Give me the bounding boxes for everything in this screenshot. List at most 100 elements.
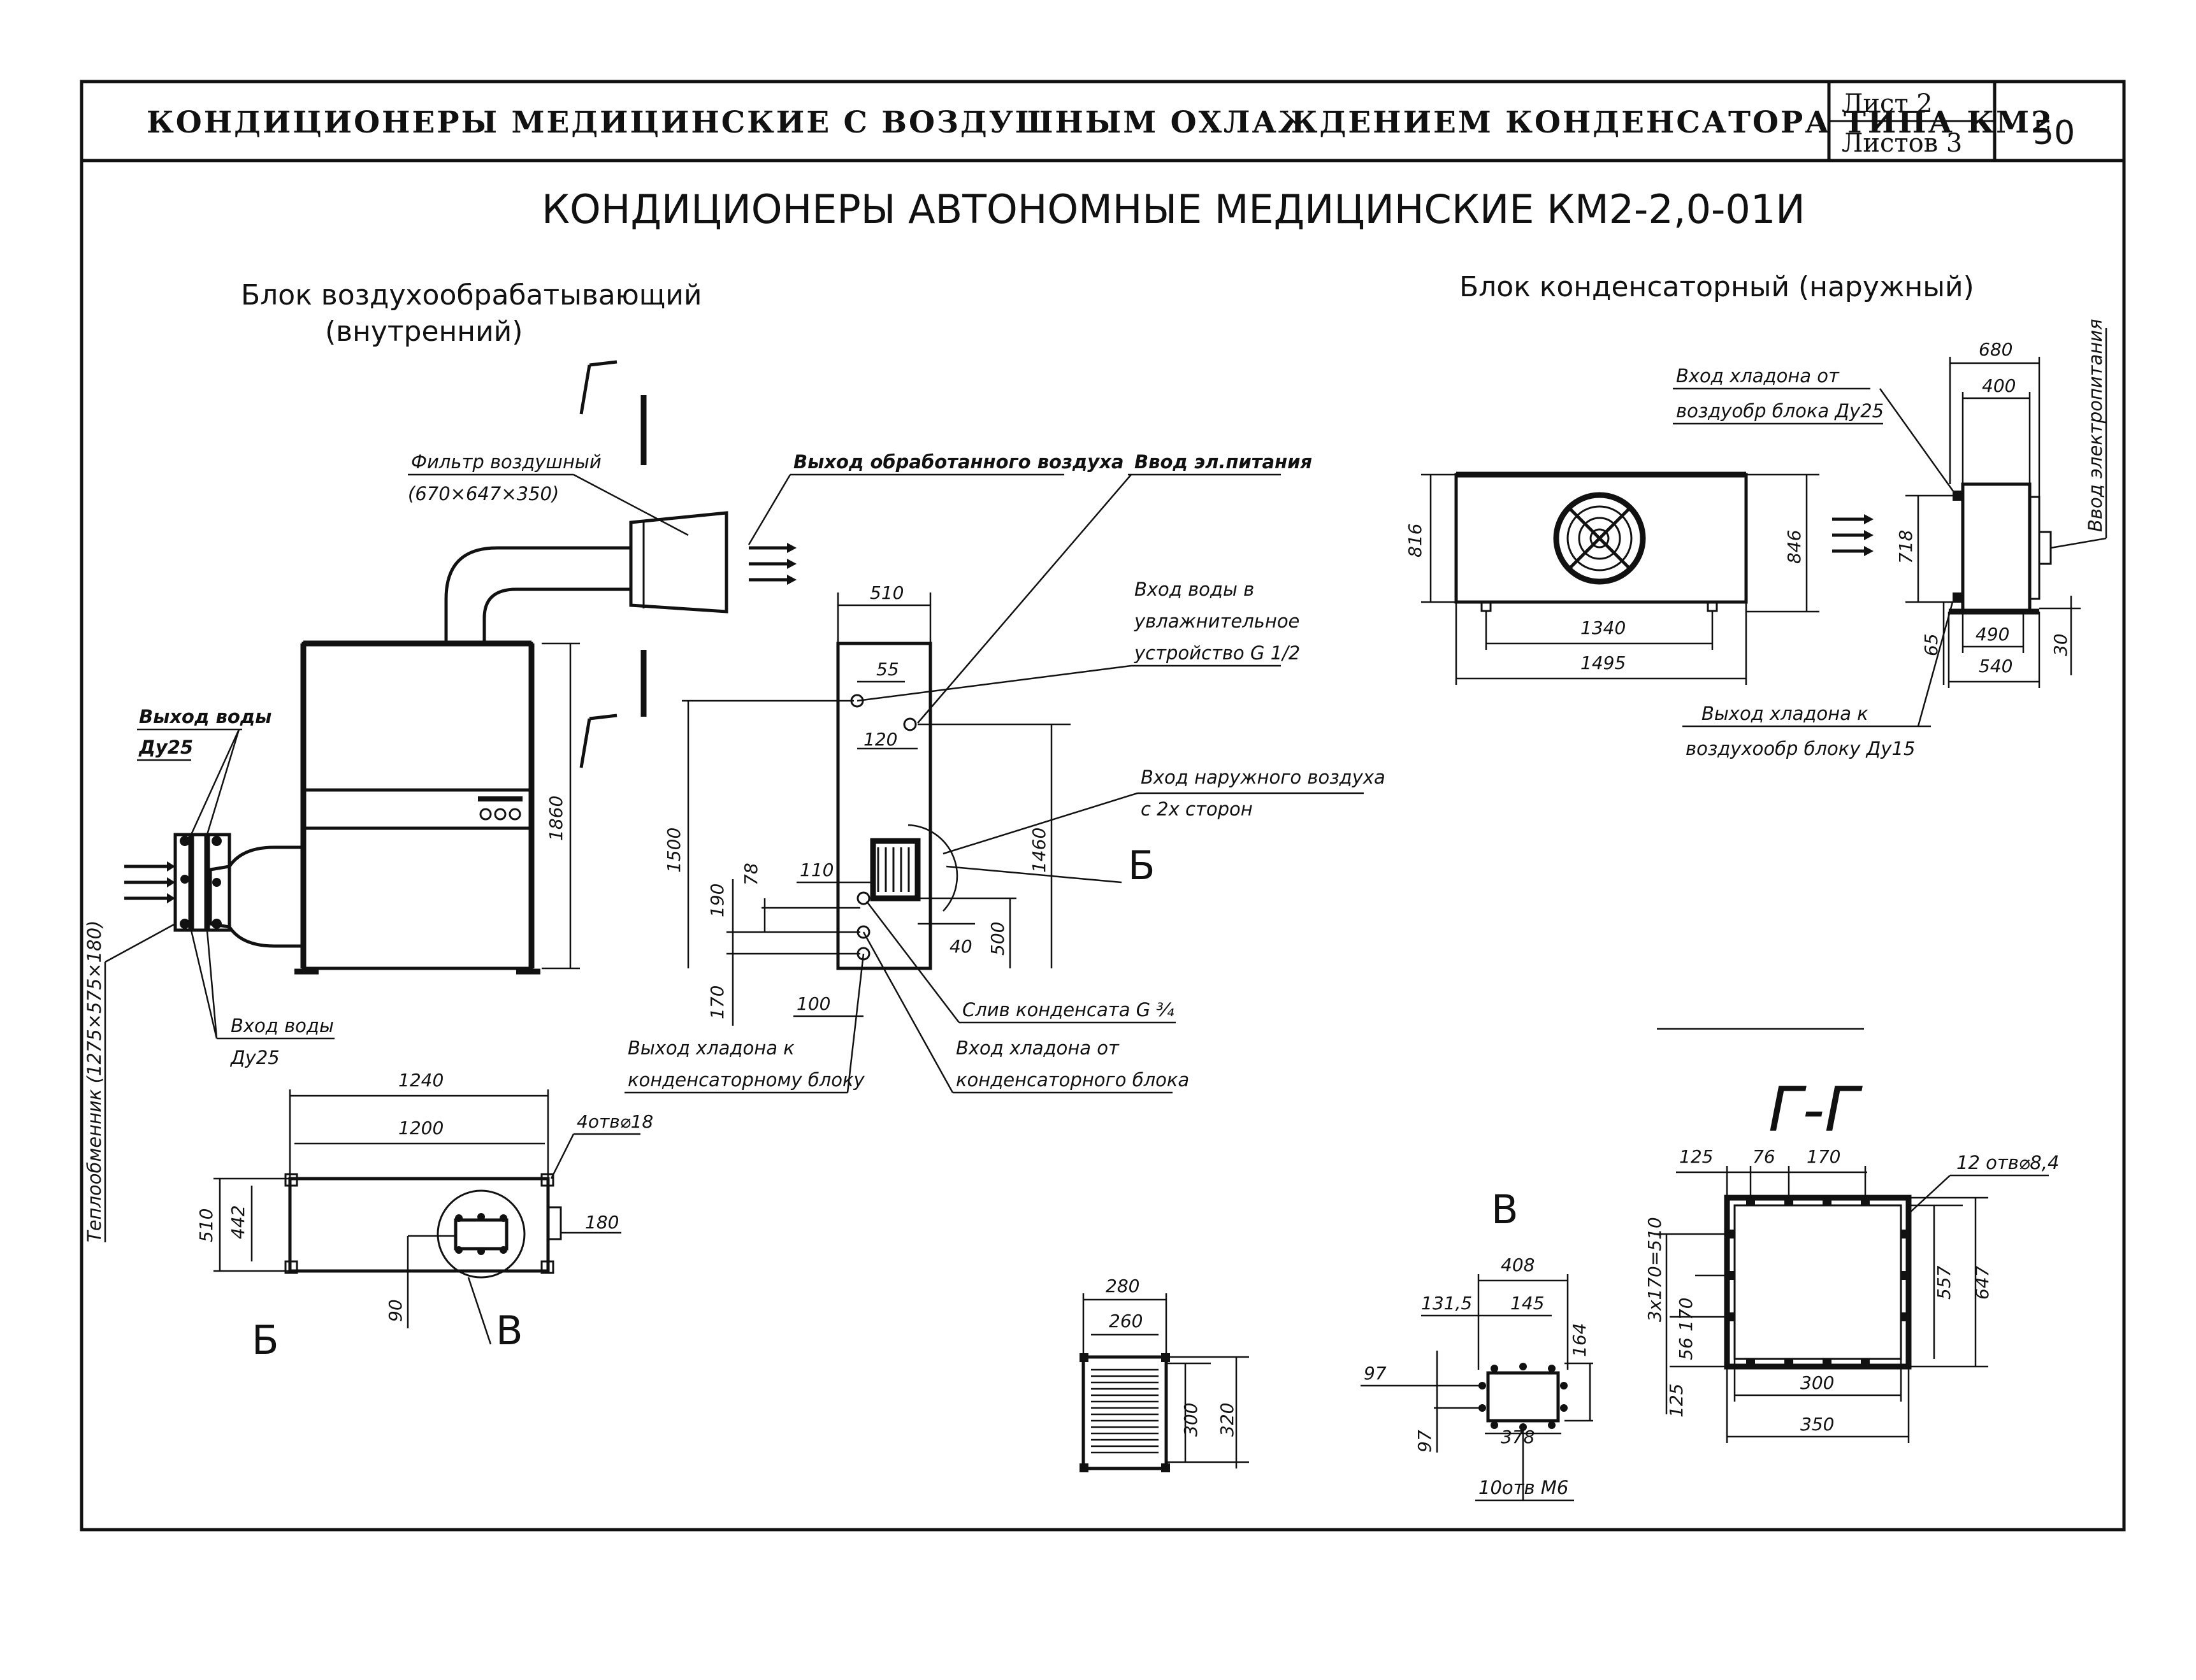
dim-280: 280 (1106, 1275, 1139, 1296)
dim-height-1860: 1860 (545, 796, 567, 841)
dim-1495: 1495 (1580, 652, 1626, 673)
dim-300-section: 300 (1800, 1372, 1834, 1393)
dim-30: 30 (2050, 633, 2071, 656)
dim-100: 100 (797, 993, 830, 1014)
coolant-from-label-2: конденсаторного блока (956, 1069, 1189, 1091)
section-g-frame (1724, 1195, 1912, 1370)
coolant-in-label-1: Вход хладона от (1676, 365, 1840, 387)
dim-378: 378 (1501, 1426, 1535, 1447)
coolant-out-label-1: Выход хладона к (1701, 703, 1868, 724)
dim-125-a: 125 (1679, 1146, 1713, 1167)
dim-145: 145 (1510, 1293, 1544, 1314)
control-panel-buttons (478, 796, 523, 821)
indoor-unit-side-view (173, 511, 728, 975)
view-b-callout: Б (1128, 842, 1155, 889)
dim-97-b: 97 (1414, 1430, 1435, 1453)
dim-647: 647 (1972, 1265, 1993, 1300)
dim-170-b: 170 (1675, 1298, 1696, 1332)
sheet-label: Лист 2 (1842, 89, 1933, 118)
outdoor-air-arrows (1832, 514, 1874, 556)
dim-510-plan: 510 (196, 1209, 217, 1242)
detail-v-callout: В (496, 1307, 523, 1354)
dim-1500: 1500 (663, 828, 684, 873)
page-number: 50 (2033, 114, 2075, 152)
filter-size: (670×647×350) (408, 483, 559, 505)
sheets-count-label: Листов 3 (1842, 129, 1962, 158)
dim-260: 260 (1109, 1310, 1143, 1332)
dim-131-5: 131,5 (1421, 1293, 1472, 1314)
dim-540: 540 (1979, 656, 2012, 677)
dim-76: 76 (1752, 1146, 1775, 1167)
water-in-size: Ду25 (229, 1047, 280, 1068)
dim-164: 164 (1569, 1323, 1590, 1357)
filter-label: Фильтр воздушный (411, 451, 602, 473)
dim-120: 120 (863, 729, 897, 750)
condensate-label: Слив конденсата G ¾ (962, 999, 1174, 1021)
dim-680: 680 (1979, 339, 2012, 360)
series-title: КОНДИЦИОНЕРЫ МЕДИЦИНСКИЕ С ВОЗДУШНЫМ ОХЛ… (147, 105, 2054, 140)
detail-v-flange (1478, 1363, 1568, 1431)
humidifier-label-1: Вход воды в (1134, 578, 1254, 600)
dim-300-outlet: 300 (1180, 1403, 1201, 1437)
coolant-to-label-2: конденсаторному блоку (628, 1069, 865, 1091)
air-outlet-arrows (749, 543, 797, 585)
outlet-flange-detail (1080, 1353, 1170, 1472)
dim-1460: 1460 (1029, 828, 1050, 873)
dim-3x170: 3х170=510 (1644, 1217, 1665, 1322)
dim-718: 718 (1895, 530, 1916, 564)
dim-170: 170 (707, 986, 728, 1019)
dim-500: 500 (987, 922, 1008, 956)
air-inlet-arrows (124, 861, 175, 903)
dim-90: 90 (385, 1299, 406, 1322)
humidifier-label-3: устройство G 1/2 (1134, 642, 1300, 664)
dim-442: 442 (228, 1205, 249, 1239)
dim-490: 490 (1976, 624, 2009, 645)
view-b-label: Б (252, 1317, 279, 1363)
coolant-in-label-2: воздуобр блока Ду25 (1676, 400, 1884, 422)
detail-v-label: В (1491, 1186, 1519, 1233)
section-g-title: Г-Г (1768, 1074, 1863, 1145)
dim-400: 400 (1982, 375, 2016, 396)
dim-408: 408 (1501, 1254, 1535, 1275)
indoor-unit-title-2: (внутренний) (325, 315, 523, 348)
view-b-plan (284, 1173, 562, 1279)
coolant-to-label-1: Выход хладона к (628, 1037, 795, 1059)
dim-350: 350 (1800, 1414, 1834, 1435)
heat-exchanger-label: Теплообменник (1275×575×180) (83, 921, 105, 1242)
dim-320: 320 (1217, 1403, 1238, 1437)
power-input-label: Ввод эл.питания (1134, 451, 1312, 473)
holes-12-label: 12 отв⌀8,4 (1956, 1152, 2059, 1174)
coolant-out-label-2: воздухообр блоку Ду15 (1686, 738, 1915, 759)
outdoor-unit-title: Блок конденсаторный (наружный) (1459, 271, 1974, 303)
outdoor-unit-front-view (1454, 471, 1748, 612)
dim-190: 190 (707, 884, 728, 917)
dim-1240: 1240 (398, 1070, 444, 1091)
humidifier-label-2: увлажнительное (1134, 610, 1299, 632)
outlet-air-label: Выход обработанного воздуха (793, 451, 1123, 473)
water-out-label: Выход воды (139, 706, 271, 728)
section-cut-marker (579, 360, 647, 768)
dim-1340: 1340 (1580, 617, 1626, 638)
dim-846: 846 (1784, 530, 1805, 564)
power-supply-label: Ввод электропитания (2084, 319, 2106, 532)
indoor-unit-title-1: Блок воздухообрабатывающий (241, 279, 702, 312)
outside-air-label-1: Вход наружного воздуха (1141, 766, 1385, 788)
dim-180: 180 (585, 1212, 619, 1233)
dim-125-b: 125 (1666, 1384, 1687, 1418)
dim-width-510: 510 (870, 582, 904, 603)
dim-55: 55 (876, 659, 899, 680)
indoor-unit-front-view (836, 642, 958, 970)
outdoor-unit-side-view (1949, 482, 2052, 615)
dim-97-a: 97 (1364, 1363, 1387, 1384)
dim-78: 78 (740, 863, 762, 886)
drawing-title: КОНДИЦИОНЕРЫ АВТОНОМНЫЕ МЕДИЦИНСКИЕ КМ2-… (542, 186, 1805, 233)
dim-557: 557 (1933, 1265, 1954, 1300)
dim-40: 40 (950, 936, 972, 957)
fan-grille-icon (1553, 492, 1646, 585)
water-out-size: Ду25 (138, 736, 193, 758)
sheet-frame (80, 80, 2126, 1532)
holes-4x18-label: 4отв⌀18 (577, 1111, 653, 1132)
coolant-from-label-1: Вход хладона от (956, 1037, 1120, 1059)
outside-air-label-2: с 2х сторон (1141, 798, 1253, 820)
dim-816: 816 (1405, 524, 1426, 557)
